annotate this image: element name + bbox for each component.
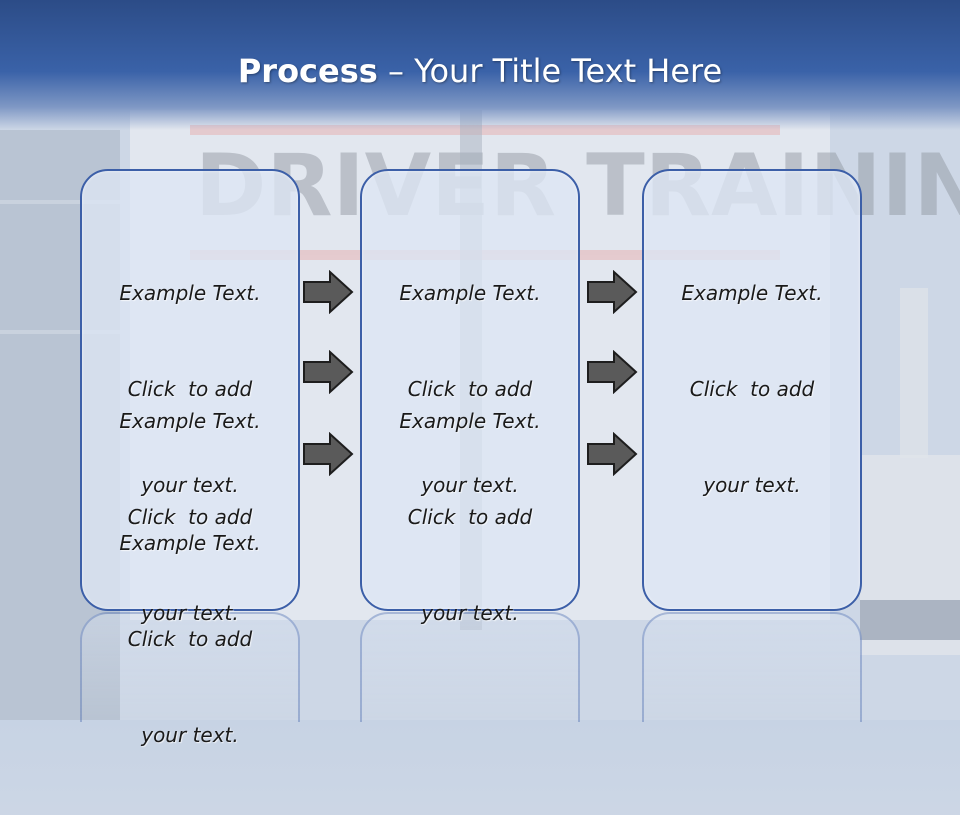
text-line: your text.	[421, 473, 519, 497]
right-arrow-icon	[303, 432, 354, 476]
text-line: Click to add	[407, 505, 533, 529]
text-line: Example Text.	[681, 281, 823, 305]
text-line: your text.	[141, 473, 239, 497]
card-reflection-2	[360, 612, 580, 722]
text-line: Example Text.	[119, 281, 261, 305]
process-card-3[interactable]: Example Text. Click to add your text.	[642, 169, 862, 611]
right-arrow-icon	[303, 350, 354, 394]
text-placeholder[interactable]: Example Text. Click to add your text.	[362, 341, 578, 693]
text-line: your text.	[141, 601, 239, 625]
process-card-1[interactable]: Example Text. Click to add your text. Ex…	[80, 169, 300, 747]
text-line: your text.	[703, 473, 801, 497]
title-main: Process	[237, 52, 378, 90]
text-placeholder[interactable]: Example Text. Click to add your text.	[82, 463, 298, 815]
right-arrow-icon	[303, 270, 354, 314]
right-arrow-icon	[587, 270, 638, 314]
text-placeholder[interactable]: Example Text. Click to add your text.	[362, 213, 578, 565]
text-line: Example Text.	[399, 281, 541, 305]
text-line: Click to add	[127, 627, 253, 651]
right-arrow-icon	[587, 350, 638, 394]
right-arrow-icon	[587, 432, 638, 476]
process-card-2[interactable]: Example Text. Click to add your text. Ex…	[360, 169, 580, 625]
text-placeholder[interactable]: Example Text. Click to add your text.	[82, 213, 298, 565]
text-line: Click to add	[127, 505, 253, 529]
text-line: Click to add	[407, 377, 533, 401]
title-bar	[0, 0, 960, 130]
text-line: Example Text.	[119, 531, 261, 555]
card-reflection-1	[80, 612, 300, 722]
text-line: your text.	[421, 601, 519, 625]
text-line: your text.	[141, 723, 239, 747]
text-line: Click to add	[127, 377, 253, 401]
text-line: Click to add	[689, 377, 815, 401]
text-placeholder[interactable]: Example Text. Click to add your text.	[644, 213, 860, 565]
title-sub: – Your Title Text Here	[377, 52, 723, 90]
text-placeholder[interactable]: Example Text. Click to add your text.	[82, 341, 298, 693]
text-line: Example Text.	[399, 409, 541, 433]
card-reflection-3	[642, 612, 862, 722]
text-line: Example Text.	[119, 409, 261, 433]
page-title[interactable]: Process – Your Title Text Here	[0, 52, 960, 90]
